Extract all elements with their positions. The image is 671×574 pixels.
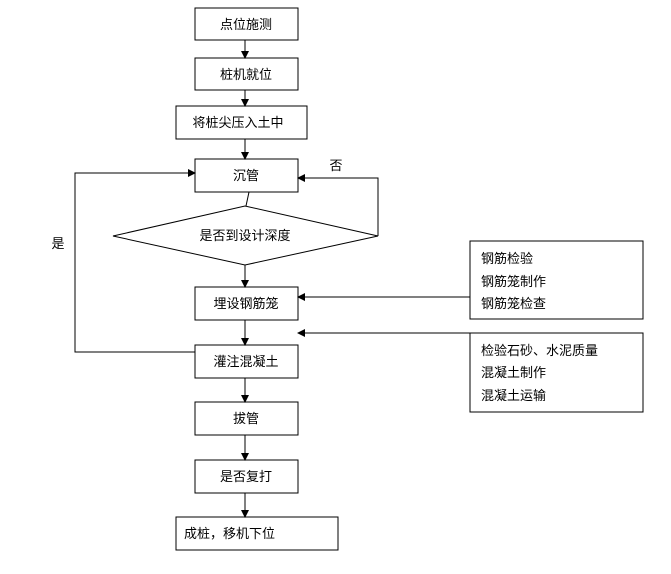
node-sink-casing: 沉管 [194, 158, 299, 193]
node-retap-check: 是否复打 [194, 459, 299, 494]
side-concrete-item: 混凝土制作 [481, 365, 546, 381]
node-survey: 点位施测 [194, 7, 299, 41]
node-place-cage: 埋设钢筋笼 [194, 286, 299, 321]
node-pull-casing-label: 拔管 [233, 412, 259, 427]
node-pull-casing: 拔管 [194, 401, 299, 436]
loop-yes-branch [74, 169, 196, 353]
node-finish: 成桩，移机下位 [175, 516, 339, 551]
side-box-rebar: 钢筋检验 钢筋笼制作 钢筋笼检查 [469, 240, 644, 320]
decision-depth-label: 是否到设计深度 [199, 228, 290, 244]
side-concrete-item: 检验石砂、水泥质量 [481, 343, 598, 359]
label-yes: 是 [51, 237, 64, 252]
node-pour-concrete-label: 灌注混凝土 [213, 354, 278, 370]
connector-sink-to-decision [245, 191, 250, 207]
node-sink-casing-label: 沉管 [233, 169, 259, 184]
node-retap-check-label: 是否复打 [220, 470, 272, 485]
node-pour-concrete: 灌注混凝土 [194, 344, 299, 379]
node-finish-label: 成桩，移机下位 [184, 527, 275, 542]
side-rebar-item: 钢筋笼检查 [481, 296, 546, 312]
side-box-concrete: 检验石砂、水泥质量 混凝土制作 混凝土运输 [469, 332, 644, 413]
node-position-rig: 桩机就位 [194, 57, 299, 91]
node-place-cage-label: 埋设钢筋笼 [213, 296, 278, 312]
loop-no-branch [297, 174, 379, 236]
node-press-tip: 将桩尖压入土中 [175, 105, 308, 140]
side-rebar-item: 钢筋检验 [481, 251, 533, 267]
side-concrete-item: 混凝土运输 [481, 388, 546, 404]
node-survey-label: 点位施测 [220, 18, 272, 33]
side-rebar-item: 钢筋笼制作 [481, 274, 546, 290]
label-no: 否 [329, 159, 342, 174]
node-position-rig-label: 桩机就位 [220, 68, 272, 83]
node-press-tip-label: 将桩尖压入土中 [192, 116, 283, 131]
decision-depth: 是否到设计深度 [112, 205, 379, 266]
